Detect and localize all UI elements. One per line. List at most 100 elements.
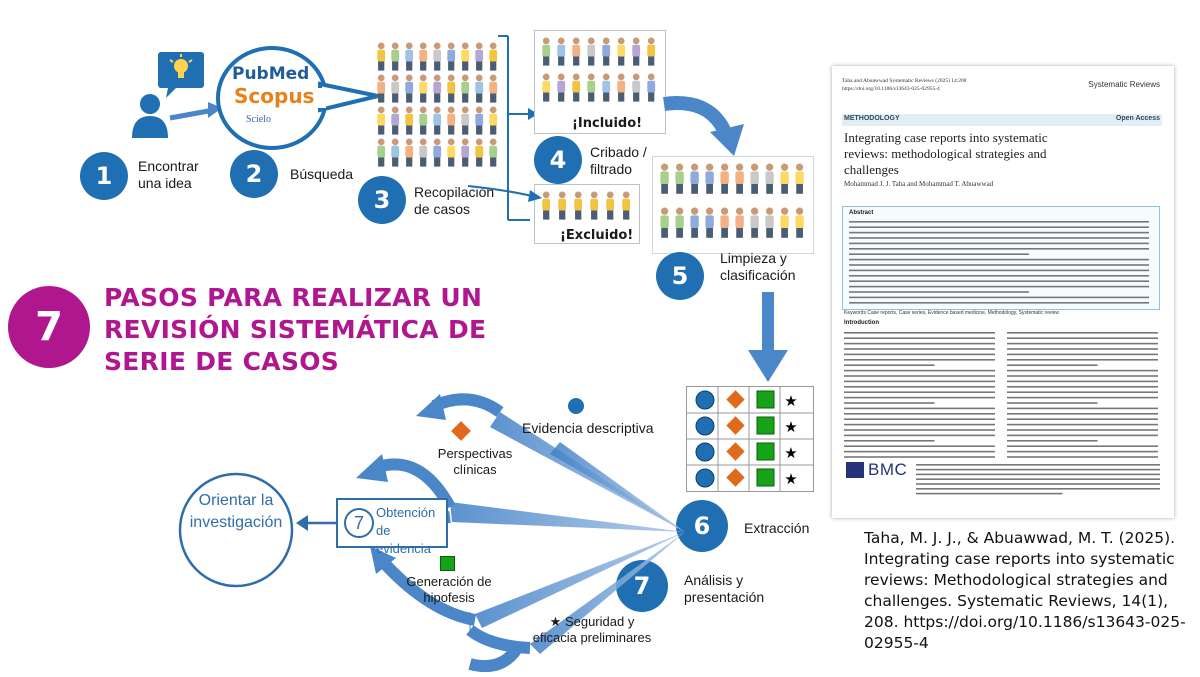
case-person [433,74,442,103]
text-line [1007,375,1158,377]
curved-arrow-to-excluded [466,176,546,216]
case-person [447,42,456,71]
text-line [1007,342,1158,345]
included-box [534,30,666,134]
extraction-grid: ★★★★ [686,386,814,492]
case-person [405,42,414,71]
text-line [849,221,1149,223]
paper-section: METHODOLOGY [844,115,900,122]
case-person [447,106,456,135]
case-person [377,74,386,103]
case-person [405,138,414,167]
case-person [489,74,498,103]
grid-diamond-icon [726,390,745,409]
excluded-person [622,191,631,220]
case-person [489,106,498,135]
included-person [587,37,596,66]
text-line [849,264,1149,266]
case-person [475,74,484,103]
step-1-circle: 1 [80,152,128,200]
paper-intro-heading: Introduction [844,320,879,326]
grid-circle-icon [695,390,715,410]
paper-abstract-heading: Abstract [849,210,874,216]
text-line [844,445,995,447]
grid-diamond-icon [726,442,745,461]
paper-header-left: Taha and Abuawwad Systematic Reviews (20… [842,78,967,84]
cases-crowd [374,40,504,170]
text-line [844,342,995,345]
grid-square-icon [756,468,775,487]
excluded-tag: ¡Excluido! [560,228,634,243]
text-line [1007,434,1158,437]
step-3-circle: 3 [358,176,406,224]
text-line [849,248,1149,250]
text-line [916,473,1160,476]
sorted-person [675,163,684,194]
case-person [461,74,470,103]
text-line [849,302,1149,304]
safety-label: ★ Seguridad y eficacia preliminares [532,614,652,645]
sorted-person [750,163,759,194]
text-line [844,359,995,361]
database-bubble [210,44,410,154]
text-line [1007,332,1158,334]
case-person [475,106,484,135]
text-line [1007,353,1158,356]
sorted-person [720,163,729,194]
case-person [433,42,442,71]
included-person [647,73,656,102]
sorted-person [720,207,729,238]
text-line [916,464,1160,466]
case-person [419,138,428,167]
sorted-person [690,207,699,238]
step-5-circle: 5 [656,252,704,300]
case-person [419,74,428,103]
case-person [405,106,414,135]
paper-title: Integrating case reports into systematic… [844,130,1048,177]
evidence-center-num: 7 [344,508,374,538]
case-person [405,74,414,103]
included-person [542,73,551,102]
text-line [849,296,1149,299]
case-person [475,42,484,71]
text-line [1007,359,1158,361]
paper-journal-name: Systematic Reviews [1088,80,1160,89]
step-3-label: Recopilación de casos [414,184,495,217]
text-line [849,231,1149,234]
case-person [377,106,386,135]
sorted-person [660,163,669,194]
text-line [849,237,1149,239]
case-person [489,42,498,71]
case-person [391,138,400,167]
text-line [1007,348,1158,350]
outcome-fan-arrows [170,382,690,673]
title-number-circle: 7 [8,286,90,368]
sorted-person [705,163,714,194]
excluded-person [606,191,615,220]
text-line [1007,337,1158,339]
sorted-person [660,207,669,238]
step-6-circle: 6 [676,500,728,552]
grid-square-icon [756,442,775,461]
text-line [916,468,1160,471]
text-line [916,488,1160,490]
included-tag: ¡Incluido! [572,116,643,131]
text-line [844,434,995,437]
text-line [1007,418,1158,420]
text-line [844,407,995,410]
step-4-label: Cribado / filtrado [590,144,647,177]
excluded-person [558,191,567,220]
included-person [557,37,566,66]
case-person [433,138,442,167]
text-line [844,423,995,426]
included-person [632,37,641,66]
sorted-person [780,207,789,238]
text-line [844,440,935,442]
step-6-label: Extracción [744,520,810,536]
included-person [572,37,581,66]
text-line [1007,456,1158,458]
grid-square-icon [756,390,775,409]
case-person [489,138,498,167]
grid-circle-icon [695,442,715,462]
grid-star-icon: ★ [784,419,797,436]
